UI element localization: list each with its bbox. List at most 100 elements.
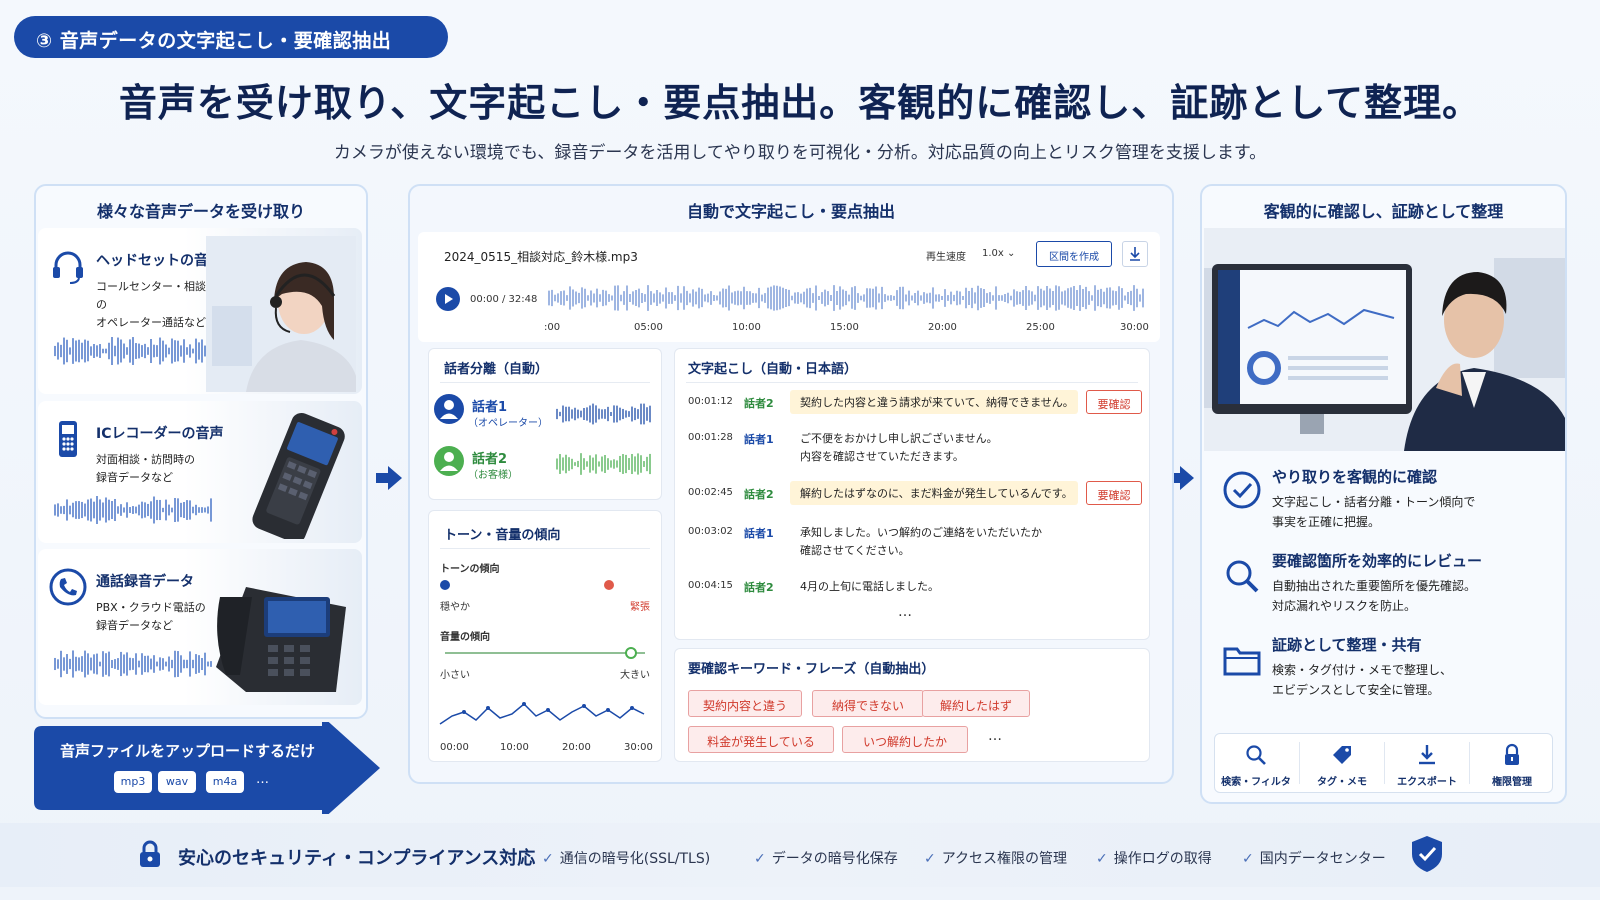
transcript-more: … [898,604,912,620]
source-card-headset: ヘッドセットの音声 コールセンター・相談窓口のオペレーター通話など [38,228,362,394]
timeline-waveform[interactable] [548,284,1146,312]
transcript-speaker: 話者2 [744,397,774,410]
download-icon [1130,247,1140,261]
feature-desc: 自動抽出された重要箇所を優先確認。対応漏れやリスクを防止。 [1272,579,1477,613]
tool-permissions[interactable]: 権限管理 [1470,733,1554,793]
shield-check-icon [1412,836,1442,872]
security-item: ✓アクセス権限の管理 [924,851,1068,867]
needs-review-tag[interactable]: 要確認 [1086,481,1142,505]
keyword-chip[interactable]: 解約したはず [922,690,1030,717]
flow-arrow-icon [376,466,402,490]
tool-tag-memo[interactable]: タグ・メモ [1300,733,1384,793]
transcript-title: 文字起こし（自動・日本語） [688,362,858,377]
transcript-time: 00:02:45 [688,487,733,498]
tool-label: 権限管理 [1492,777,1532,788]
transcript-text[interactable]: 解約したはずなのに、まだ料金が発生しているんです。 [800,487,1073,500]
create-section-button[interactable]: 区間を作成 [1036,241,1112,267]
timeline-tick: 20:00 [928,322,957,333]
speaker2-waveform [556,453,651,475]
ext-more: … [256,772,269,787]
timeline-tick: 25:00 [1026,322,1055,333]
transcript-text[interactable]: ご不便をおかけし申し訳ございません。内容を確認させていただきます。 [800,432,998,463]
tone-slider [440,580,645,590]
feature-title: 要確認箇所を効率的にレビュー [1272,552,1483,570]
speed-label: 再生速度 [926,252,966,263]
source-card-recorder: ICレコーダーの音声 対面相談・訪問時の録音データなど [38,401,362,543]
processing-panel-title: 自動で文字起こし・要点抽出 [686,202,895,221]
transcript-highlight [790,481,1078,505]
ext-chip-mp3: mp3 [114,771,152,793]
transcript-text[interactable]: 契約した内容と違う請求が来ていて、納得できません。 [800,396,1074,409]
source-desc: 対面相談・訪問時の録音データなど [96,453,195,484]
tone-label: トーンの傾向 [440,564,500,575]
check-circle-icon [1223,471,1261,509]
chart-tick: 10:00 [500,742,529,753]
needs-review-tag[interactable]: 要確認 [1086,390,1142,414]
timeline-tick: 10:00 [732,322,761,333]
waveform-icon [54,337,212,365]
source-desc: コールセンター・相談窓口のオペレーター通話など [96,280,228,329]
transcript-highlight [790,390,1078,414]
tone-right-label: 緊張 [630,602,650,613]
input-panel-title: 様々な音声データを受け取り [96,202,305,221]
page-headline: 音声を受け取り、文字起こし・要点抽出。客観的に確認し、証跡として整理。 [118,81,1482,125]
security-footer [0,823,1600,887]
phone-icon [49,568,87,606]
timeline-tick: 05:00 [634,322,663,333]
playback-time: 00:00 / 32:48 [470,294,538,305]
timeline-tick: 15:00 [830,322,859,333]
tool-export[interactable]: エクスポート [1385,733,1469,793]
lock-icon [140,840,160,867]
analyst-photo [1204,228,1565,451]
tool-search-filter[interactable]: 検索・フィルタ [1214,733,1298,793]
transcript-time: 00:01:12 [688,396,733,407]
tag-icon [1333,746,1351,764]
feature-title: 証跡として整理・共有 [1272,636,1422,654]
diarization-card [428,348,662,500]
keyword-chip[interactable]: 料金が発生している [688,726,834,753]
transcript-text[interactable]: 承知しました。いつ解約のご連絡をいただいたか確認させてください。 [800,526,1042,557]
transcript-time: 00:03:02 [688,526,733,537]
security-item: ✓操作ログの取得 [1096,851,1212,867]
upload-label: 音声ファイルをアップロードするだけ [60,742,316,760]
headset-icon [53,251,83,284]
transcript-speaker: 話者2 [744,581,774,594]
tool-label: タグ・メモ [1317,777,1367,788]
recorder-photo [252,412,345,539]
page-subline: カメラが使えない環境でも、録音データを活用してやり取りを可視化・分析。対応品質の… [333,143,1267,163]
security-title: 安心のセキュリティ・コンプライアンス対応 [178,848,536,869]
feature-desc: 文字起こし・話者分離・トーン傾向で事実を正確に把握。 [1272,495,1476,529]
play-button[interactable] [436,287,460,311]
speed-select[interactable]: 1.0x ⌄ [982,248,1016,259]
source-title: 通話録音データ [96,574,194,590]
speaker1-waveform [556,403,651,425]
speaker2-name: 話者2 [472,452,508,467]
source-card-phone: 通話録音データ PBX・クラウド電話の録音データなど [38,549,362,705]
volume-right-label: 大きい [620,670,650,681]
download-button[interactable] [1122,241,1148,267]
source-title: ICレコーダーの音声 [96,426,224,442]
recorder-icon [59,421,77,457]
keyword-chip[interactable]: いつ解約したか [842,726,968,753]
download-icon [1419,745,1435,765]
transcript-time: 00:04:15 [688,580,733,591]
feature-desc: 検索・タグ付け・メモで整理し、エビデンスとして安全に管理。 [1272,663,1453,697]
volume-left-label: 小さい [440,670,470,681]
section-badge: ③ 音声データの文字起こし・要確認抽出 [14,16,448,58]
security-item: ✓通信の暗号化(SSL/TLS) [542,851,711,867]
volume-label: 音量の傾向 [440,632,490,643]
tone-card [428,510,662,762]
transcript-speaker: 話者1 [744,433,774,446]
transcript-text[interactable]: 4月の上旬に電話しました。 [800,580,939,593]
timeline-tick: :00 [544,322,561,333]
search-icon [1226,560,1259,593]
search-icon [1246,745,1266,765]
tone-title: トーン・音量の傾向 [444,528,561,543]
security-item: ✓国内データセンター [1242,851,1386,867]
keyword-chip[interactable]: 契約内容と違う [688,690,802,717]
speaker2-avatar-icon [434,446,464,476]
feature-title: やり取りを客観的に確認 [1272,468,1438,486]
transcript-time: 00:01:28 [688,432,733,443]
waveform-icon [54,496,212,524]
keyword-chip[interactable]: 納得できない [812,690,924,717]
